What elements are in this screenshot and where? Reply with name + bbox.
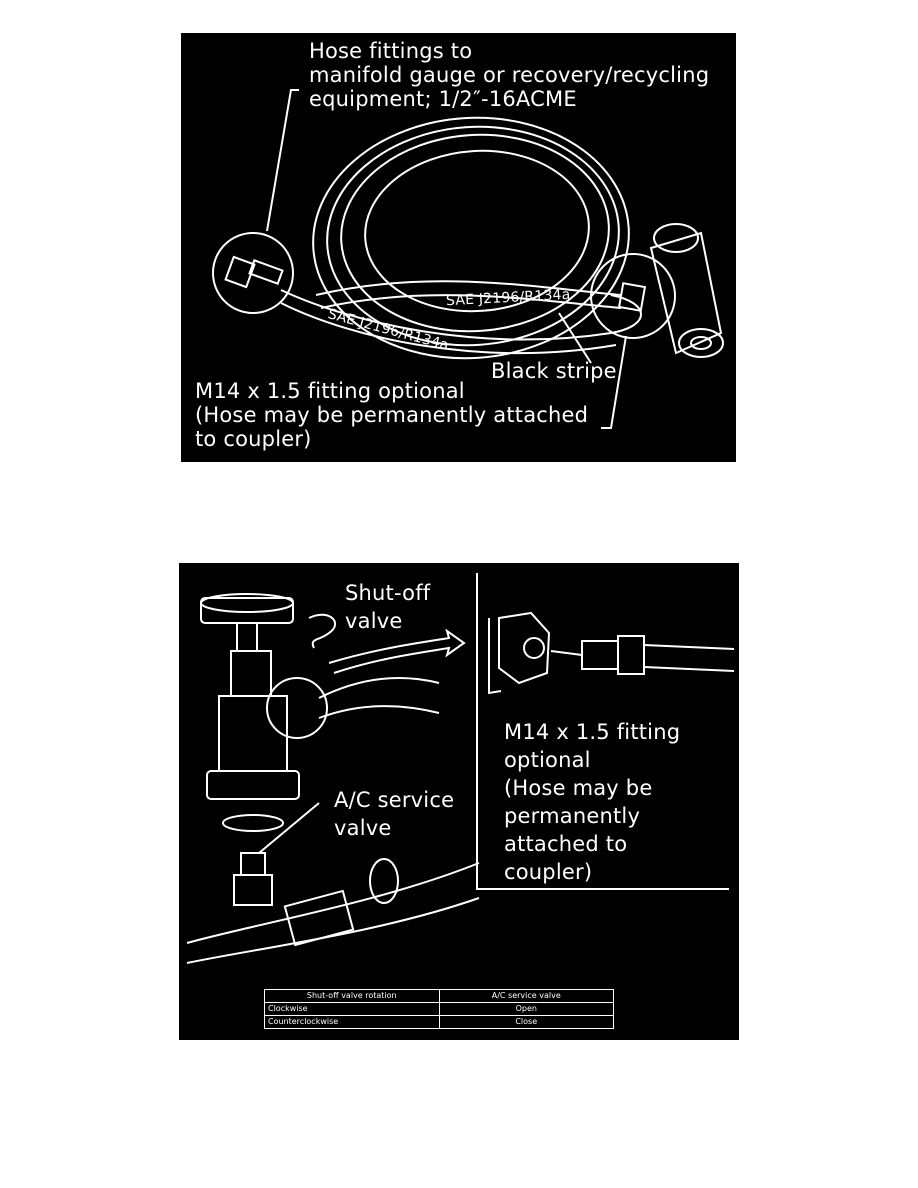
leader-stripe — [558, 312, 592, 364]
hose-run-4 — [320, 294, 622, 309]
m14-fitting-note: M14 x 1.5 fitting optional (Hose may be … — [504, 720, 681, 884]
shutoff-valve-label: Shut-off valve — [345, 581, 431, 633]
service-valve-base — [233, 874, 273, 906]
inset-bracket — [488, 618, 502, 695]
table-cell: Counterclockwise — [264, 1015, 440, 1029]
coupler-bottom — [678, 328, 724, 358]
valve-knob-top — [200, 593, 294, 613]
hose-fittings-figure: Hose fittings to manifold gauge or recov… — [181, 33, 736, 462]
valve-upper-body — [230, 650, 272, 697]
hose-coil-outer — [312, 116, 630, 360]
coupler-top — [653, 223, 699, 253]
valve-bottom — [222, 814, 284, 832]
callout-hose-fittings: Hose fittings to manifold gauge or recov… — [309, 39, 710, 111]
left-fitting-nut — [224, 255, 256, 289]
coupler-body — [649, 231, 723, 355]
hose-run-3 — [315, 280, 622, 296]
leader-bottom — [601, 335, 627, 429]
shutoff-valve-figure: Shut-off valve A/C service valve M14 x 1… — [179, 563, 739, 1040]
rotation-arrow — [308, 613, 337, 649]
left-fitting-circle — [212, 232, 294, 314]
hose-coil-center — [364, 149, 590, 313]
valve-knob — [200, 597, 294, 624]
table-cell: Close — [438, 1015, 614, 1029]
pipe-fitting — [283, 889, 355, 947]
ac-service-valve-label: A/C service valve — [334, 788, 455, 840]
coupler-circle — [266, 677, 328, 739]
inset-nut — [498, 611, 551, 685]
service-valve-nipple — [240, 852, 266, 876]
valve-illustration — [186, 573, 735, 964]
valve-stem — [236, 622, 258, 652]
pipe — [186, 862, 480, 964]
table-header-cell: A/C service valve — [438, 989, 614, 1003]
valve-flange — [206, 770, 300, 800]
service-leader — [258, 802, 320, 854]
table-cell: Open — [438, 1002, 614, 1016]
inset-thread — [581, 640, 619, 670]
hose-coil-inner — [340, 133, 610, 333]
table-cell: Clockwise — [264, 1002, 440, 1016]
inset-fitting — [617, 635, 645, 675]
table-header-row: Shut-off valve rotation A/C service valv… — [264, 989, 614, 1003]
leader-top — [266, 89, 299, 232]
valve-rotation-table: Shut-off valve rotation A/C service valv… — [264, 989, 614, 1029]
table-row: Counterclockwise Close — [264, 1015, 614, 1029]
table-row: Clockwise Open — [264, 1002, 614, 1016]
hose-coil-mid — [326, 125, 620, 347]
inset-border — [476, 573, 729, 890]
hose-illustration — [212, 89, 724, 429]
black-stripe-label: Black stripe — [491, 359, 617, 383]
right-fitting-circle — [590, 253, 676, 339]
table-header-cell: Shut-off valve rotation — [264, 989, 440, 1003]
direction-arrow — [328, 628, 466, 674]
valve-lower-body — [218, 695, 288, 772]
callout-m14-fitting: M14 x 1.5 fitting optional (Hose may be … — [195, 379, 589, 451]
coupler-bottom-inner — [690, 336, 712, 350]
left-fitting-body — [248, 259, 284, 285]
inset-nut-bore — [523, 637, 545, 659]
pipe-end — [369, 858, 399, 904]
coupler-hose — [318, 677, 440, 719]
right-fitting-nut — [617, 282, 647, 312]
inset-hose — [643, 644, 735, 672]
hose-run-2 — [280, 302, 617, 355]
inset-leader — [550, 650, 583, 656]
